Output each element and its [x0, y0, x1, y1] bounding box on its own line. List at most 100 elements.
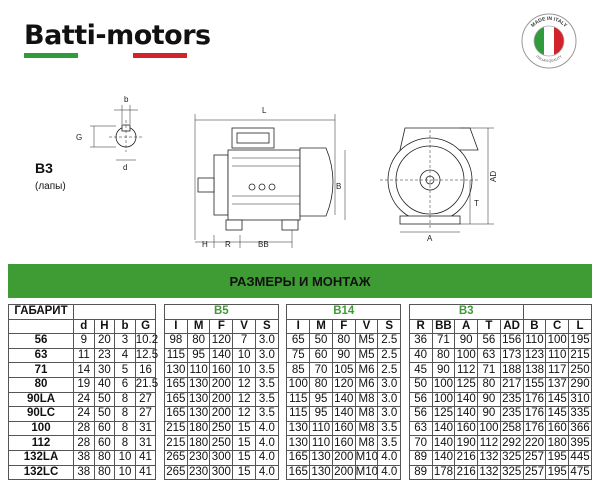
table-cell: 4.0 — [377, 449, 402, 466]
table-cell: 15 — [232, 449, 256, 466]
table-cell: 217 — [499, 376, 524, 393]
col-header: d — [73, 318, 95, 335]
table-cell: 3.0 — [254, 347, 279, 364]
table-cell: 156 — [499, 333, 524, 349]
col-header: F — [331, 318, 356, 335]
col-header: V — [354, 318, 379, 335]
table-cell: 80 — [93, 449, 116, 466]
table-cell: 14 — [73, 362, 95, 378]
table-cell: 265 — [163, 449, 188, 466]
label-A: A — [427, 234, 433, 243]
col-header: L — [568, 318, 592, 335]
table-cell: 188 — [499, 362, 524, 378]
table-cell: 10 — [114, 449, 136, 466]
table-cell: 100 — [477, 420, 501, 437]
table-cell: 115 — [286, 406, 311, 422]
column-gap — [400, 392, 410, 407]
table-cell: 50 — [93, 406, 116, 422]
table-cell: 89 — [408, 464, 433, 481]
table-cell: 250 — [209, 435, 234, 451]
table-cell: 80 — [331, 333, 356, 349]
motor-side-view — [194, 114, 346, 248]
col-header: I — [163, 318, 188, 335]
table-cell: 216 — [454, 464, 479, 481]
table-cell: 230 — [186, 464, 211, 481]
table-cell: 112 — [477, 435, 501, 451]
label-BB: BB — [258, 240, 269, 249]
table-cell: 10 — [114, 464, 136, 481]
table-cell: 160 — [209, 362, 234, 378]
table-cell: 366 — [568, 420, 592, 437]
table-cell: 195 — [545, 464, 570, 481]
table-cell: 176 — [522, 420, 547, 437]
table-cell: M6 — [354, 362, 379, 378]
column-gap — [277, 362, 288, 378]
table-cell: 130 — [286, 435, 311, 451]
table-cell: 100 — [286, 376, 311, 393]
column-gap — [400, 435, 410, 451]
table-cell: 71 — [477, 362, 501, 378]
table-cell: 100 — [431, 391, 456, 408]
table-cell: 80 — [93, 464, 116, 481]
table-cell: 140 — [431, 420, 456, 437]
brand-tricolor-stripe — [24, 53, 187, 58]
table-cell: 90 — [431, 362, 456, 378]
table-cell: 10 — [232, 362, 256, 378]
column-gap — [155, 465, 165, 480]
table-cell: 395 — [568, 435, 592, 451]
brand-name: Batti-motors — [24, 20, 211, 51]
table-cell: 165 — [163, 376, 188, 393]
column-gap — [277, 406, 288, 422]
table-cell: 27 — [134, 391, 157, 408]
table-cell: 216 — [454, 449, 479, 466]
table-cell: 56 — [408, 406, 433, 422]
table-cell: M8 — [354, 406, 379, 422]
column-gap — [155, 406, 165, 422]
table-cell: 160 — [545, 420, 570, 437]
group-header-b14: B14 — [286, 304, 402, 320]
label-H: H — [202, 240, 208, 249]
table-cell: 10.2 — [134, 333, 159, 349]
table-cell: 190 — [454, 435, 479, 451]
table-cell: 215 — [163, 420, 188, 437]
column-gap — [277, 465, 288, 480]
size-cell: 90LA — [7, 391, 75, 408]
table-cell: 3.5 — [377, 435, 402, 451]
column-gap — [400, 421, 410, 436]
table-cell: 12 — [232, 391, 256, 408]
table-cell: 70 — [309, 362, 333, 378]
label-AD: AD — [489, 171, 498, 182]
table-cell: 4.0 — [254, 420, 279, 437]
table-cell: 31 — [134, 435, 157, 451]
label-B: B — [336, 182, 341, 191]
table-cell: 105 — [331, 362, 356, 378]
col-header: T — [477, 318, 501, 335]
size-cell: 56 — [7, 333, 75, 349]
table-cell: 40 — [408, 347, 433, 364]
column-gap — [277, 377, 288, 393]
table-cell: 98 — [163, 333, 188, 349]
table-cell: 215 — [568, 347, 592, 364]
table-cell: 95 — [186, 347, 211, 364]
table-cell: 27 — [134, 406, 157, 422]
table-cell: 160 — [454, 420, 479, 437]
table-cell: 165 — [286, 464, 311, 481]
table-cell: 24 — [73, 391, 95, 408]
table-cell: 160 — [331, 420, 356, 437]
table-cell: 200 — [331, 449, 356, 466]
table-cell: 130 — [186, 376, 211, 393]
table-cell: 235 — [499, 391, 524, 408]
table-cell: 3 — [114, 333, 136, 349]
size-cell: 132LA — [7, 449, 75, 466]
size-cell: 90LC — [7, 406, 75, 422]
column-gap — [155, 421, 165, 436]
table-cell: 3.0 — [377, 406, 402, 422]
table-cell: 90 — [331, 347, 356, 364]
label-G: G — [76, 133, 82, 142]
table-cell: 176 — [522, 406, 547, 422]
table-cell: 160 — [331, 435, 356, 451]
table-cell: 130 — [163, 362, 188, 378]
size-cell: 132LC — [7, 464, 75, 481]
